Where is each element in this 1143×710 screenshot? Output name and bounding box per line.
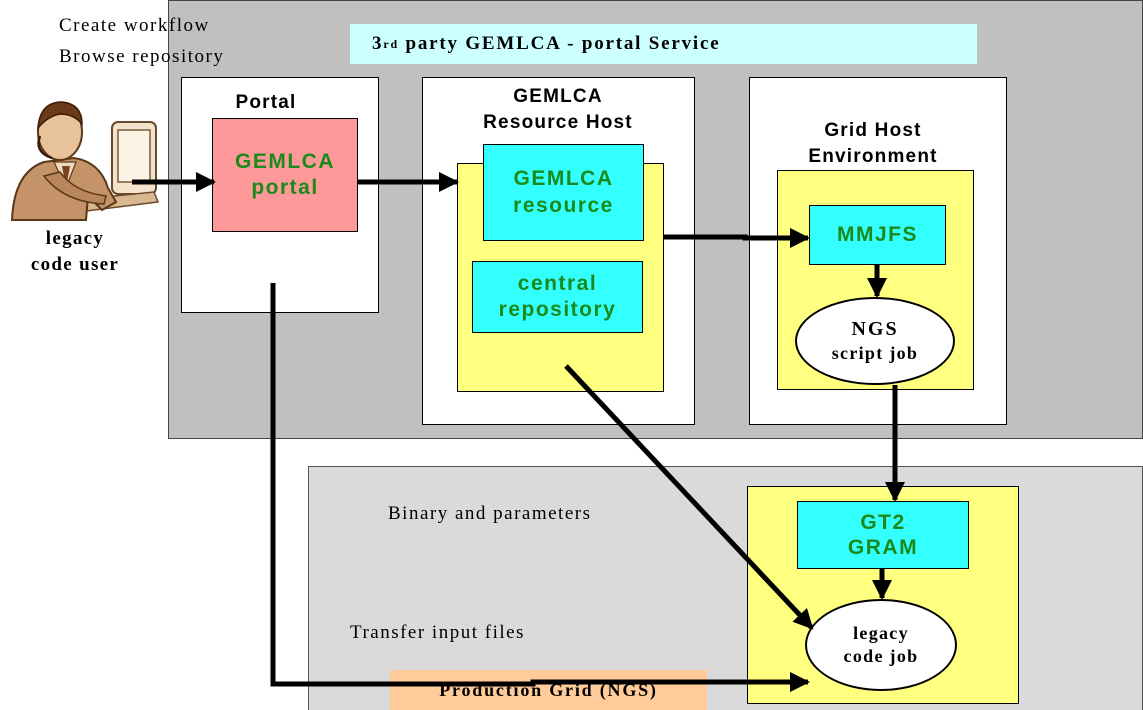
browse-repository-label: Browse repository bbox=[59, 46, 225, 67]
central-repository-box: central repository bbox=[472, 261, 643, 333]
job-line2: code job bbox=[843, 646, 919, 666]
production-grid-banner: Production Grid (NGS) bbox=[390, 670, 707, 710]
resource-line1: GEMLCA bbox=[513, 167, 614, 191]
job-line1: legacy bbox=[853, 622, 909, 643]
arrow-repository-to-job bbox=[564, 364, 814, 630]
service-title-sup: rd bbox=[383, 36, 399, 51]
create-workflow-label: Create workflow bbox=[59, 15, 210, 36]
binary-parameters-label: Binary and parameters bbox=[388, 503, 592, 524]
resource-line2: resource bbox=[513, 193, 614, 217]
grid-host-title: Grid Host Environment bbox=[760, 118, 986, 169]
legacy-code-job-node: legacy code job bbox=[805, 599, 957, 691]
mmjfs-label: MMJFS bbox=[837, 222, 918, 246]
portal-inner-line2: portal bbox=[251, 176, 319, 199]
gemlca-resource-box: GEMLCA resource bbox=[483, 144, 644, 241]
user-label-line1: legacy bbox=[45, 228, 105, 249]
portal-title: Portal bbox=[235, 92, 297, 113]
ngs-line1: NGS bbox=[851, 318, 899, 341]
gemlca-portal-box: GEMLCA portal bbox=[212, 118, 358, 232]
resource-host-title-line2: Resource Host bbox=[483, 111, 633, 133]
service-title-rest: party GEMLCA - portal Service bbox=[398, 33, 721, 54]
transfer-input-files-label: Transfer input files bbox=[350, 622, 525, 643]
user-label-line2: code user bbox=[30, 253, 120, 275]
legacy-user-label: legacy code user bbox=[10, 226, 140, 277]
grid-host-title-line1: Grid Host bbox=[824, 120, 922, 141]
resource-host-title: GEMLCA Resource Host bbox=[442, 84, 674, 135]
ngs-script-job-node: NGS script job bbox=[795, 297, 955, 385]
legacy-user-icon bbox=[4, 92, 162, 222]
grid-host-title-line2: Environment bbox=[808, 145, 938, 167]
arrow-resource-to-mmjfs bbox=[664, 228, 810, 248]
ngs-line2: script job bbox=[831, 343, 919, 364]
arrow-portal-transfer-to-job bbox=[270, 283, 810, 692]
gt2-gram-box: GT2 GRAM bbox=[797, 501, 969, 569]
portal-inner-line1: GEMLCA bbox=[235, 149, 335, 173]
gt2-line2: GRAM bbox=[847, 536, 919, 559]
resource-host-title-line1: GEMLCA bbox=[513, 86, 603, 107]
service-title-prefix: 3 bbox=[372, 33, 384, 54]
gt2-line1: GT2 bbox=[860, 510, 906, 534]
repo-line1: central bbox=[517, 271, 598, 295]
repo-line2: repository bbox=[498, 298, 617, 321]
